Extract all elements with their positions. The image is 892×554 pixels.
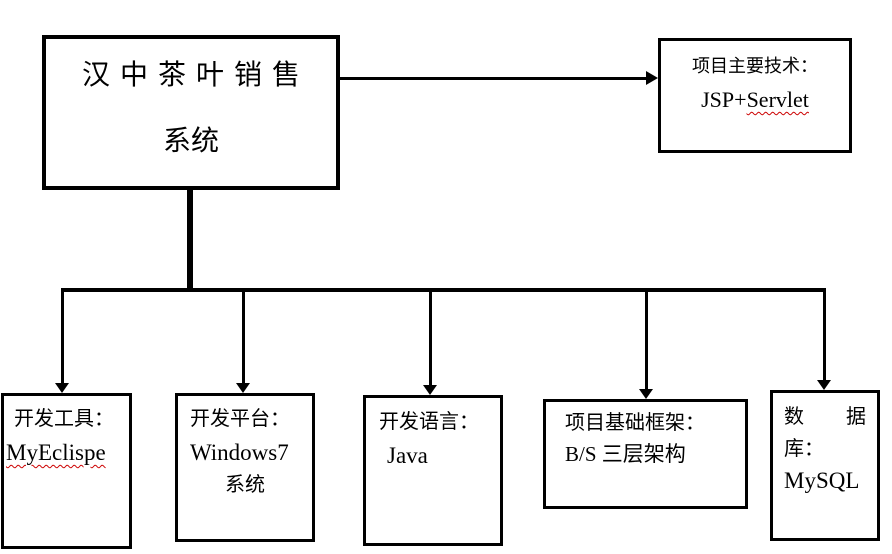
connector-branch-platform-line (242, 290, 245, 386)
dev-platform-value-line2: 系统 (225, 474, 265, 496)
main-system-title-line2: 系统 (162, 126, 219, 157)
node-database[interactable]: 数据 库： MySQL (770, 390, 880, 541)
dev-language-label: 开发语言： (379, 411, 479, 433)
node-framework[interactable]: 项目基础框架： B/S 三层架构 (543, 399, 748, 509)
connector-branch-database-line (823, 290, 826, 383)
arrowhead-down-platform-icon (236, 383, 250, 393)
node-dev-language[interactable]: 开发语言： Java (363, 395, 503, 546)
database-value: MySQL (784, 468, 860, 493)
node-main-tech[interactable]: 项目主要技术： JSP+Servlet (658, 38, 852, 153)
main-system-title-line1: 汉中茶叶销售 (81, 60, 310, 91)
dev-tool-value-misspelled: MyEclispe (6, 440, 106, 465)
connector-branch-language-line (429, 290, 432, 388)
node-dev-tool[interactable]: 开发工具： MyEclispe (1, 393, 132, 549)
tech-value-misspelled-word: Servlet (746, 87, 809, 112)
dev-language-value: Java (387, 443, 428, 468)
arrowhead-down-tool-icon (55, 383, 69, 393)
connector-branch-tool-line (61, 290, 64, 386)
arrowhead-down-language-icon (423, 385, 437, 395)
node-dev-platform[interactable]: 开发平台： Windows7 系统 (175, 393, 315, 542)
node-main-system[interactable]: 汉中茶叶销售 系统 (42, 35, 340, 190)
framework-value: B/S 三层架构 (565, 442, 686, 466)
database-label-line1: 数据 (784, 401, 866, 433)
database-label-char1: 数 (784, 406, 804, 428)
tech-value-prefix: JSP+ (701, 87, 747, 112)
connector-trunk-line (187, 189, 193, 292)
tech-value: JSP+Servlet (661, 83, 849, 116)
database-label-char2: 据 (846, 406, 866, 428)
database-label-line2: 库： (784, 438, 824, 460)
connector-distribution-line (61, 288, 826, 292)
arrowhead-down-database-icon (817, 380, 831, 390)
dev-platform-label: 开发平台： (190, 408, 290, 430)
arrowhead-down-framework-icon (639, 389, 653, 399)
dev-tool-label: 开发工具： (14, 408, 114, 430)
connector-main-to-tech-line (340, 77, 648, 80)
arrowhead-right-icon (646, 71, 658, 85)
tech-label: 项目主要技术： (692, 56, 818, 76)
connector-branch-framework-line (645, 290, 648, 392)
framework-label: 项目基础框架： (565, 412, 705, 434)
dev-platform-value-line1: Windows7 (190, 440, 289, 465)
